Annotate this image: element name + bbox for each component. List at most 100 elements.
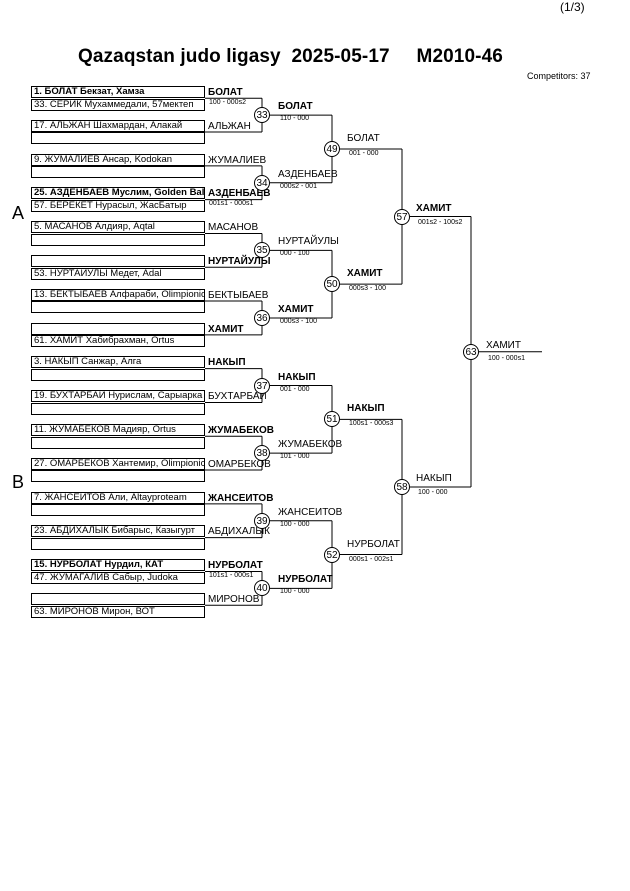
page-title: Qazaqstan judo ligasy 2025-05-17 M2010-4… <box>78 46 503 67</box>
winner-label: НАКЫП <box>347 403 385 415</box>
match-score: 100 - 000s1 <box>488 354 525 362</box>
match-score: 100 - 000s2 <box>209 99 246 106</box>
match-score: 001 - 000 <box>280 385 310 393</box>
winner-label: НУРТАЙУЛЫ <box>278 236 339 248</box>
section-label-a: A <box>12 203 25 223</box>
competitor-slot: 47. ЖУМАГАЛИВ Сабыр, Judoka <box>31 571 205 584</box>
winner-label: НАКЫП <box>278 371 316 383</box>
competitor-slot <box>31 402 205 415</box>
match-number: 50 <box>324 276 340 293</box>
winner-label: ХАМИТ <box>278 303 314 315</box>
competitor-slot: 13. БЕКТЫБАЕВ Алфараби, Olimpionic <box>31 288 205 301</box>
competitor-slot <box>31 166 205 179</box>
competitor-slot <box>31 255 205 267</box>
competitor-slot: 7. ЖАНСЕИТОВ Али, Altayproteam <box>31 491 205 504</box>
advance-label: НАКЫП <box>208 357 246 369</box>
advance-label: ЖУМАБЕКОВ <box>208 425 275 436</box>
winner-label: ЖАНСЕИТОВ <box>278 506 343 518</box>
competitor-slot <box>31 537 205 550</box>
competitor-slot <box>31 301 205 314</box>
match-score: 000s1 - 002s1 <box>349 555 394 563</box>
advance-label: АБДИХАЛЫК <box>208 526 270 538</box>
match-score: 001 - 000 <box>349 149 379 157</box>
advance-label: БОЛАТ <box>208 87 243 98</box>
match-score: 000s3 - 100 <box>280 317 317 325</box>
match-score: 001s2 - 100s2 <box>418 218 463 226</box>
match-score: 000 - 100 <box>280 250 310 258</box>
match-score: 000s3 - 100 <box>349 285 386 293</box>
competitors-count: Competitors: 37 <box>527 71 591 81</box>
advance-label: АЛЬЖАН <box>208 120 251 132</box>
competitor-slot: 19. БУХТАРБАЙ Нурислам, Сарыарка <box>31 390 205 403</box>
competitor-slot: 11. ЖУМАБЕКОВ Мадияр, Ortus <box>31 424 205 436</box>
advance-label: ХАМИТ <box>208 323 244 335</box>
competitor-slot <box>31 233 205 246</box>
winner-label: ХАМИТ <box>416 202 452 214</box>
advance-label: ЖУМАЛИЕВ <box>208 154 267 166</box>
match-score: 100 - 000 <box>280 520 310 528</box>
match-score: 101 - 000 <box>280 453 310 461</box>
competitor-slot: 27. ОМАРБЕКОВ Хантемир, Olimpionic <box>31 457 205 470</box>
match-number: 33 <box>254 107 270 124</box>
competitor-slot: 61. ХАМИТ Хабибрахман, Ortus <box>31 335 205 348</box>
winner-label: НУРБОЛАТ <box>278 574 333 586</box>
match-number: 38 <box>254 445 270 462</box>
advance-label: МАСАНОВ <box>208 222 259 234</box>
competitor-slot: 15. НУРБОЛАТ Нурдил, КАТ <box>31 559 205 572</box>
match-score: 100 - 000 <box>418 488 448 496</box>
competitor-slot: 63. МИРОНОВ Мирон, ВОТ <box>31 605 205 618</box>
section-label-b: B <box>12 472 25 492</box>
competitor-slot: 9. ЖУМАЛИЕВ Ансар, Kodokan <box>31 153 205 166</box>
competitor-slot <box>31 132 205 145</box>
competitor-slot: 33. СЕРИК Мухаммедали, 57мектеп <box>31 98 205 111</box>
winner-label: БОЛАТ <box>278 101 313 113</box>
match-score: 101s1 - 000s1 <box>209 572 254 580</box>
competitor-slot: 57. БЕРЕКЕТ Нурасыл, ЖасБатыр <box>31 199 205 212</box>
competitor-slot: 23. АБДИХАЛЫК Бибарыс, Казыгурт <box>31 525 205 538</box>
advance-label: НУРТАЙУЛЫ <box>208 256 271 267</box>
competitor-slot: 53. НУРТАЙУЛЫ Медет, Adal <box>31 267 205 280</box>
advance-label: БЕКТЫБАЕВ <box>208 289 269 301</box>
competitor-slot <box>31 470 205 483</box>
competitor-slot: 3. НАКЫП Санжар, Алга <box>31 356 205 369</box>
competitor-slot: 1. БОЛАТ Бекзат, Хамза <box>31 86 205 98</box>
match-number: 58 <box>394 478 410 495</box>
competitor-slot <box>31 368 205 381</box>
match-number: 39 <box>254 512 270 529</box>
match-number: 34 <box>254 174 270 191</box>
match-number: 63 <box>463 343 479 360</box>
competitor-slot: 17. АЛЬЖАН Шахмардан, Алакай <box>31 119 205 132</box>
match-number: 51 <box>324 411 340 428</box>
match-number: 36 <box>254 309 270 326</box>
competitor-slot: 25. АЗДЕНБАЕВ Муслим, Golden Ball <box>31 187 205 200</box>
advance-label: ОМАРБЕКОВ <box>208 458 271 470</box>
match-number: 49 <box>324 140 340 157</box>
winner-label: ЖУМАБЕКОВ <box>278 439 343 451</box>
winner-label: НУРБОЛАТ <box>347 538 400 550</box>
winner-label: НАКЫП <box>416 472 452 484</box>
competitor-slot <box>31 593 205 605</box>
advance-label: АЗДЕНБАЕВ <box>208 188 271 200</box>
match-score: 001s1 - 000s1 <box>209 200 254 208</box>
match-number: 35 <box>254 242 270 259</box>
match-number: 37 <box>254 377 270 394</box>
advance-label: ЖАНСЕИТОВ <box>208 492 274 504</box>
match-number: 57 <box>394 208 410 225</box>
advance-label: БУХТАРБАЙ <box>208 391 267 403</box>
match-number: 40 <box>254 580 270 597</box>
competitor-slot <box>31 436 205 449</box>
page-number: (1/3) <box>560 0 585 14</box>
match-score: 000s2 - 001 <box>280 182 317 190</box>
match-score: 100 - 000 <box>280 588 310 596</box>
winner-label: ХАМИТ <box>347 268 383 280</box>
match-score: 100s1 - 000s3 <box>349 420 394 428</box>
winner-label: АЗДЕНБАЕВ <box>278 168 338 180</box>
match-number: 52 <box>324 546 340 563</box>
champion-label: ХАМИТ <box>486 339 521 351</box>
competitor-slot <box>31 504 205 517</box>
competitor-slot: 5. МАСАНОВ Алдияр, Aqtal <box>31 221 205 234</box>
advance-label: МИРОНОВ <box>208 594 260 605</box>
winner-label: БОЛАТ <box>347 132 380 144</box>
advance-label: НУРБОЛАТ <box>208 560 263 572</box>
